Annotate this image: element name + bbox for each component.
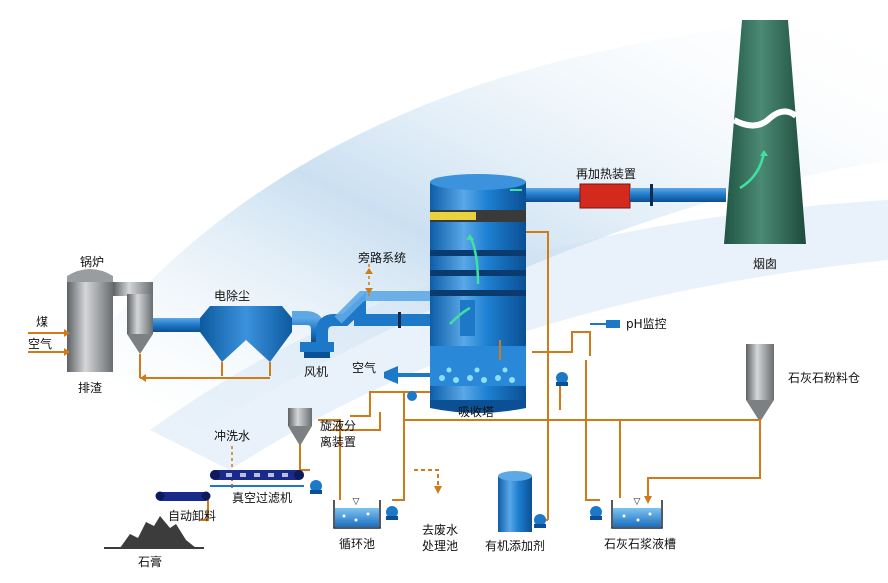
bypass-label: 旁路系统 (358, 250, 406, 265)
svg-text:▽: ▽ (634, 497, 641, 507)
slurry-tank-label: 石灰石浆液槽 (604, 536, 676, 551)
hydrocyclone (288, 408, 312, 446)
damper-2 (650, 184, 653, 206)
air2-label: 空气 (352, 360, 376, 375)
limestone-silo (746, 344, 774, 422)
chimney-label: 烟囱 (753, 257, 777, 271)
electrostatic-precipitator (200, 306, 292, 376)
circ-tank-label: 循环池 (339, 537, 375, 551)
boiler-label: 锅炉 (80, 254, 104, 269)
air-in-label: 空气 (28, 336, 52, 351)
reheater-label: 再加热装置 (576, 167, 636, 181)
absorber-tower (430, 174, 526, 413)
pump-5 (590, 506, 602, 520)
flue-pipe-3 (316, 292, 430, 342)
silo-label: 石灰石粉料仓 (788, 371, 860, 385)
limestone-slurry-tank: ▽ (611, 497, 663, 529)
vacuum-filter-label: 真空过滤机 (232, 491, 292, 505)
gypsum-label: 石膏 (138, 554, 162, 569)
wastewater-label-1: 去废水 (422, 522, 458, 537)
damper-1 (398, 312, 401, 328)
circulation-tank: ▽ (333, 497, 381, 529)
absorber-label: 吸收塔 (458, 405, 494, 419)
boiler (67, 269, 153, 378)
hydrocyclone-label-2: 离装置 (320, 434, 356, 449)
outlet-pipe-1 (526, 188, 582, 202)
outlet-pipe-2 (630, 188, 726, 202)
auto-unload-label: 自动卸料 (168, 508, 216, 523)
auto-unload-conveyor (155, 491, 211, 501)
pump-6 (407, 391, 417, 401)
fan-label: 风机 (304, 365, 328, 379)
gypsum-pile (104, 516, 204, 549)
additive-tank (498, 471, 532, 532)
air-blower (384, 366, 430, 384)
additive-label: 有机添加剂 (485, 538, 545, 553)
coal-arrow (28, 329, 70, 337)
ash-collection-line (140, 374, 270, 382)
bypass-indicator (365, 264, 373, 296)
hydrocyclone-label-1: 旋液分 (320, 418, 356, 433)
svg-text:▽: ▽ (353, 497, 360, 507)
flue-pipe-1 (153, 318, 203, 332)
chimney (724, 20, 806, 244)
flush-water-label: 冲洗水 (214, 428, 250, 443)
fan (300, 342, 334, 358)
wastewater-label-2: 处理池 (422, 539, 458, 553)
reheater (579, 183, 631, 209)
vacuum-belt-filter (210, 470, 304, 487)
slurry-piping (200, 231, 761, 521)
pump-2 (310, 480, 322, 494)
ph-label: pH监控 (626, 317, 667, 331)
bypass-duct (334, 291, 430, 324)
slag-label: 排渣 (78, 381, 102, 395)
coal-label: 煤 (36, 315, 48, 329)
air-arrow (28, 348, 70, 356)
pump-3 (386, 506, 398, 520)
esp-label: 电除尘 (214, 288, 250, 303)
ph-monitor (590, 320, 620, 328)
pump-1 (556, 372, 568, 386)
pump-4 (534, 514, 546, 528)
